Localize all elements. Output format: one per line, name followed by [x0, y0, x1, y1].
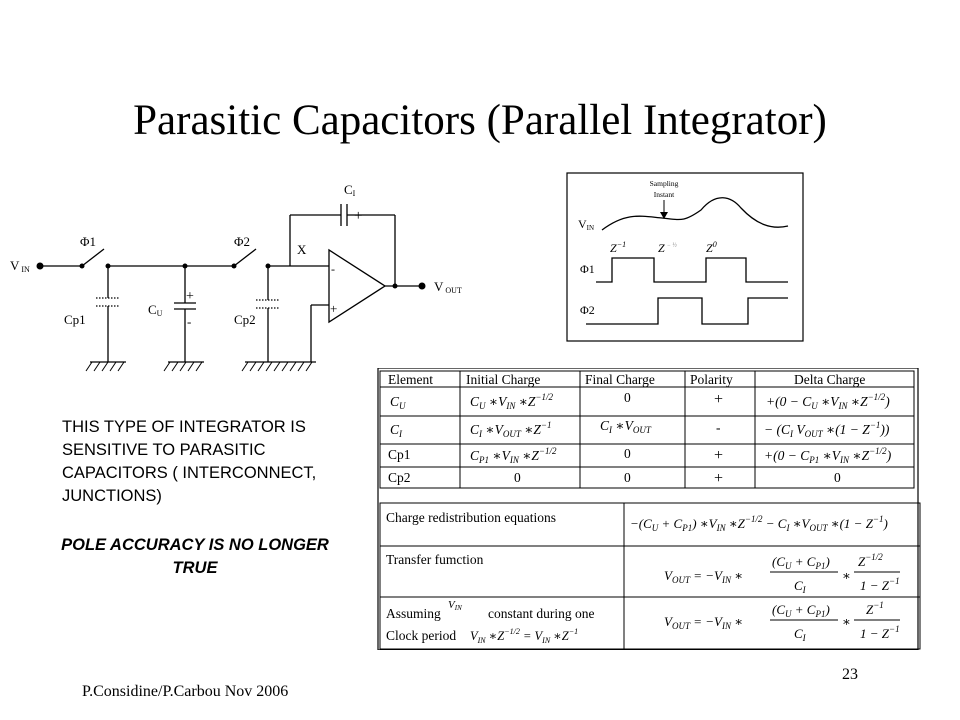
timing-vin-label: VIN: [578, 217, 594, 232]
phi2-switch: [233, 248, 257, 267]
assumed-transfer-eq: VOUT = −VIN ∗ (CU + CP1) CI ∗ Z−1 1 − Z−…: [664, 600, 900, 643]
ci-label: CI: [344, 182, 356, 198]
pole-accuracy-text: POLE ACCURACY IS NO LONGER TRUE: [61, 536, 329, 577]
svg-text:1 − Z−1: 1 − Z−1: [860, 576, 900, 593]
header-initial-charge: Initial Charge: [466, 372, 540, 387]
charge-redistribution-eq: −(CU + CP1) ∗VIN ∗Z−1/2 − CI ∗VOUT ∗(1 −…: [630, 514, 888, 533]
assuming-vin-label: VIN: [448, 599, 462, 612]
assuming-label: Assuming: [386, 606, 441, 621]
cell-element-cp1: Cp1: [388, 447, 411, 462]
cell-final-cp2: 0: [624, 470, 631, 485]
phi2-waveform: [586, 297, 788, 325]
cell-final-ci: CI ∗VOUT: [600, 418, 652, 435]
header-polarity: Polarity: [690, 372, 733, 387]
cell-final-cp1: 0: [624, 446, 631, 461]
cell-polarity-cp2: +: [714, 470, 723, 487]
svg-text:(CU + CP1): (CU + CP1): [772, 602, 830, 619]
cell-polarity-ci: -: [716, 420, 721, 435]
sensitivity-text: THIS TYPE OF INTEGRATOR IS SENSITIVE TO …: [62, 418, 317, 505]
svg-text:Z−1/2: Z−1/2: [858, 552, 883, 569]
svg-text:∗: ∗: [842, 614, 851, 629]
z-minus1-label: Z−1: [610, 240, 626, 255]
switch-contact: [231, 263, 237, 269]
timing-frame: [566, 172, 804, 342]
z-zero-label: Z0: [706, 240, 717, 255]
cell-element-ci: CI: [390, 422, 403, 439]
phi1-label: Φ1: [80, 234, 96, 249]
cell-initial-cu: CU ∗VIN ∗Z−1/2: [470, 392, 553, 411]
sampling-label: Sampling: [650, 179, 679, 188]
equation-table: [379, 502, 921, 650]
outer-frame: [377, 368, 919, 650]
charge-redistribution-label: Charge redistribution equations: [386, 510, 556, 525]
cell-initial-cp1: CP1 ∗VIN ∗Z−1/2: [470, 446, 557, 465]
cu-label: CU: [148, 302, 163, 318]
cell-element-cp2: Cp2: [388, 470, 411, 485]
junction-node: [392, 283, 398, 289]
vin-waveform: [601, 197, 789, 231]
svg-text:Z−1: Z−1: [866, 600, 884, 617]
header-delta-charge: Delta Charge: [794, 372, 865, 387]
cu-minus: -: [187, 314, 191, 329]
timing-phi2-label: Φ2: [580, 303, 595, 317]
transfer-function-label: Transfer fumction: [386, 552, 484, 567]
timing-phi1-label: Φ1: [580, 262, 595, 276]
page-number: 23: [842, 666, 858, 683]
header-final-charge: Final Charge: [585, 372, 655, 387]
phi1-switch: [81, 248, 105, 267]
cell-delta-cp2: 0: [834, 470, 841, 485]
node-x-label: X: [297, 242, 307, 257]
svg-text:∗: ∗: [842, 568, 851, 583]
timing-diagram: Sampling Instant VIN Z−1 Z− ½ Z0 Φ1 Φ2: [566, 172, 804, 342]
cell-polarity-cp1: +: [714, 447, 723, 464]
svg-text:CI: CI: [794, 626, 807, 643]
clock-period-label: Clock period: [386, 628, 456, 643]
switch-contact: [79, 263, 85, 269]
svg-text:VOUT = −VIN ∗: VOUT = −VIN ∗: [664, 614, 743, 631]
phi2-label: Φ2: [234, 234, 250, 249]
phi1-waveform: [596, 257, 788, 283]
switch-contact: [105, 263, 111, 269]
junction-node: [182, 263, 188, 269]
cell-delta-cu: +(0 − CU ∗VIN ∗Z−1/2): [766, 392, 890, 411]
footer-credit: P.Considine/P.Carbou Nov 2006: [82, 683, 289, 700]
cp2-label: Cp2: [234, 312, 256, 327]
constant-label: constant during one: [488, 606, 594, 621]
cell-delta-ci: − (CI VOUT ∗(1 − Z−1)): [764, 420, 890, 439]
instant-label: Instant: [654, 190, 675, 199]
charge-table: [379, 370, 915, 489]
svg-text:VOUT = −VIN ∗: VOUT = −VIN ∗: [664, 568, 743, 585]
ground-hatching: [85, 361, 313, 372]
cell-initial-cp2: 0: [514, 470, 521, 485]
ci-plus: +: [354, 208, 362, 224]
page-title: Parasitic Capacitors (Parallel Integrato…: [133, 97, 827, 144]
clock-period-eq: VIN ∗Z−1/2 = VIN ∗Z−1: [470, 627, 578, 645]
ci-minus: -: [321, 206, 325, 221]
vin-terminal: [36, 262, 44, 270]
cell-element-cu: CU: [390, 394, 406, 411]
svg-text:(CU + CP1): (CU + CP1): [772, 554, 830, 571]
cp1-label: Cp1: [64, 312, 86, 327]
cell-delta-cp1: +(0 − CP1 ∗VIN ∗Z−1/2): [764, 446, 892, 465]
cell-polarity-cu: +: [714, 391, 723, 408]
vout-terminal: [418, 282, 426, 290]
svg-text:1 − Z−1: 1 − Z−1: [860, 624, 900, 641]
cu-plus: +: [186, 289, 194, 304]
transfer-function-eq: VOUT = −VIN ∗ (CU + CP1) CI ∗ Z−1/2 1 − …: [664, 552, 900, 595]
header-element: Element: [388, 372, 433, 387]
cell-initial-ci: CI ∗VOUT ∗Z−1: [470, 420, 551, 439]
switch-contact: [265, 263, 271, 269]
z-minus-half-label: Z− ½: [658, 241, 677, 255]
opamp-minus: -: [331, 262, 335, 276]
cell-final-cu: 0: [624, 390, 631, 405]
svg-text:CI: CI: [794, 578, 807, 595]
sampling-arrow-head: [660, 212, 668, 219]
charge-tables: Element Initial Charge Final Charge Pola…: [377, 368, 921, 650]
opamp-plus: +: [330, 301, 337, 316]
opamp: [328, 248, 387, 324]
